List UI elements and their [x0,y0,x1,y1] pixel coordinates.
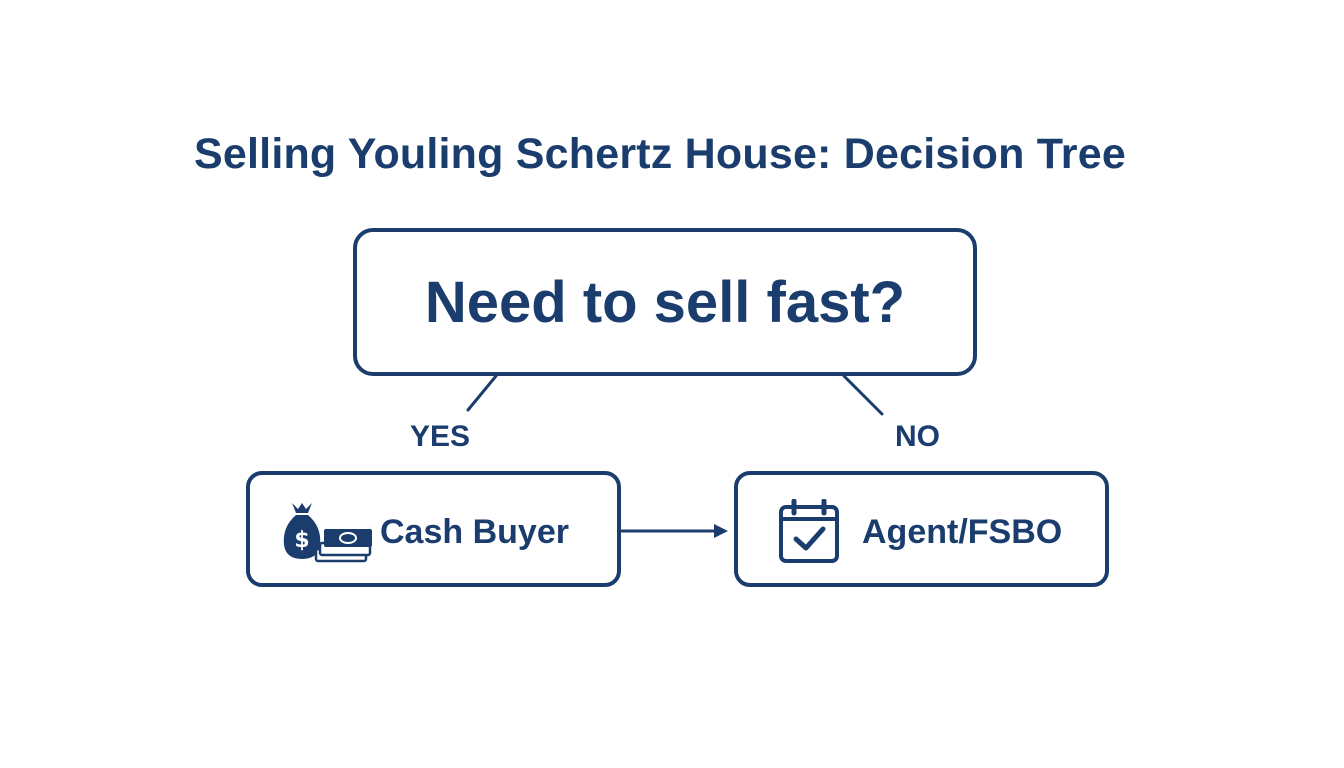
yes-branch-label: YES [410,420,471,453]
cash-buyer-node: $ Cash Buyer [246,471,621,587]
question-node: Need to sell fast? [353,228,977,376]
no-branch-label: NO [895,420,940,453]
yes-connector [466,374,498,412]
calendar-check-icon [779,499,839,563]
svg-text:$: $ [294,528,309,553]
cash-buyer-label: Cash Buyer [380,513,569,551]
option-arrow-head [714,524,728,538]
money-bag-icon: $ [283,503,372,563]
diagram-title: Selling Youling Schertz House: Decision … [194,130,1126,178]
no-connector [842,374,884,416]
question-text: Need to sell fast? [424,269,906,335]
agent-fsbo-label: Agent/FSBO [862,513,1063,551]
agent-fsbo-node: Agent/FSBO [734,471,1109,587]
